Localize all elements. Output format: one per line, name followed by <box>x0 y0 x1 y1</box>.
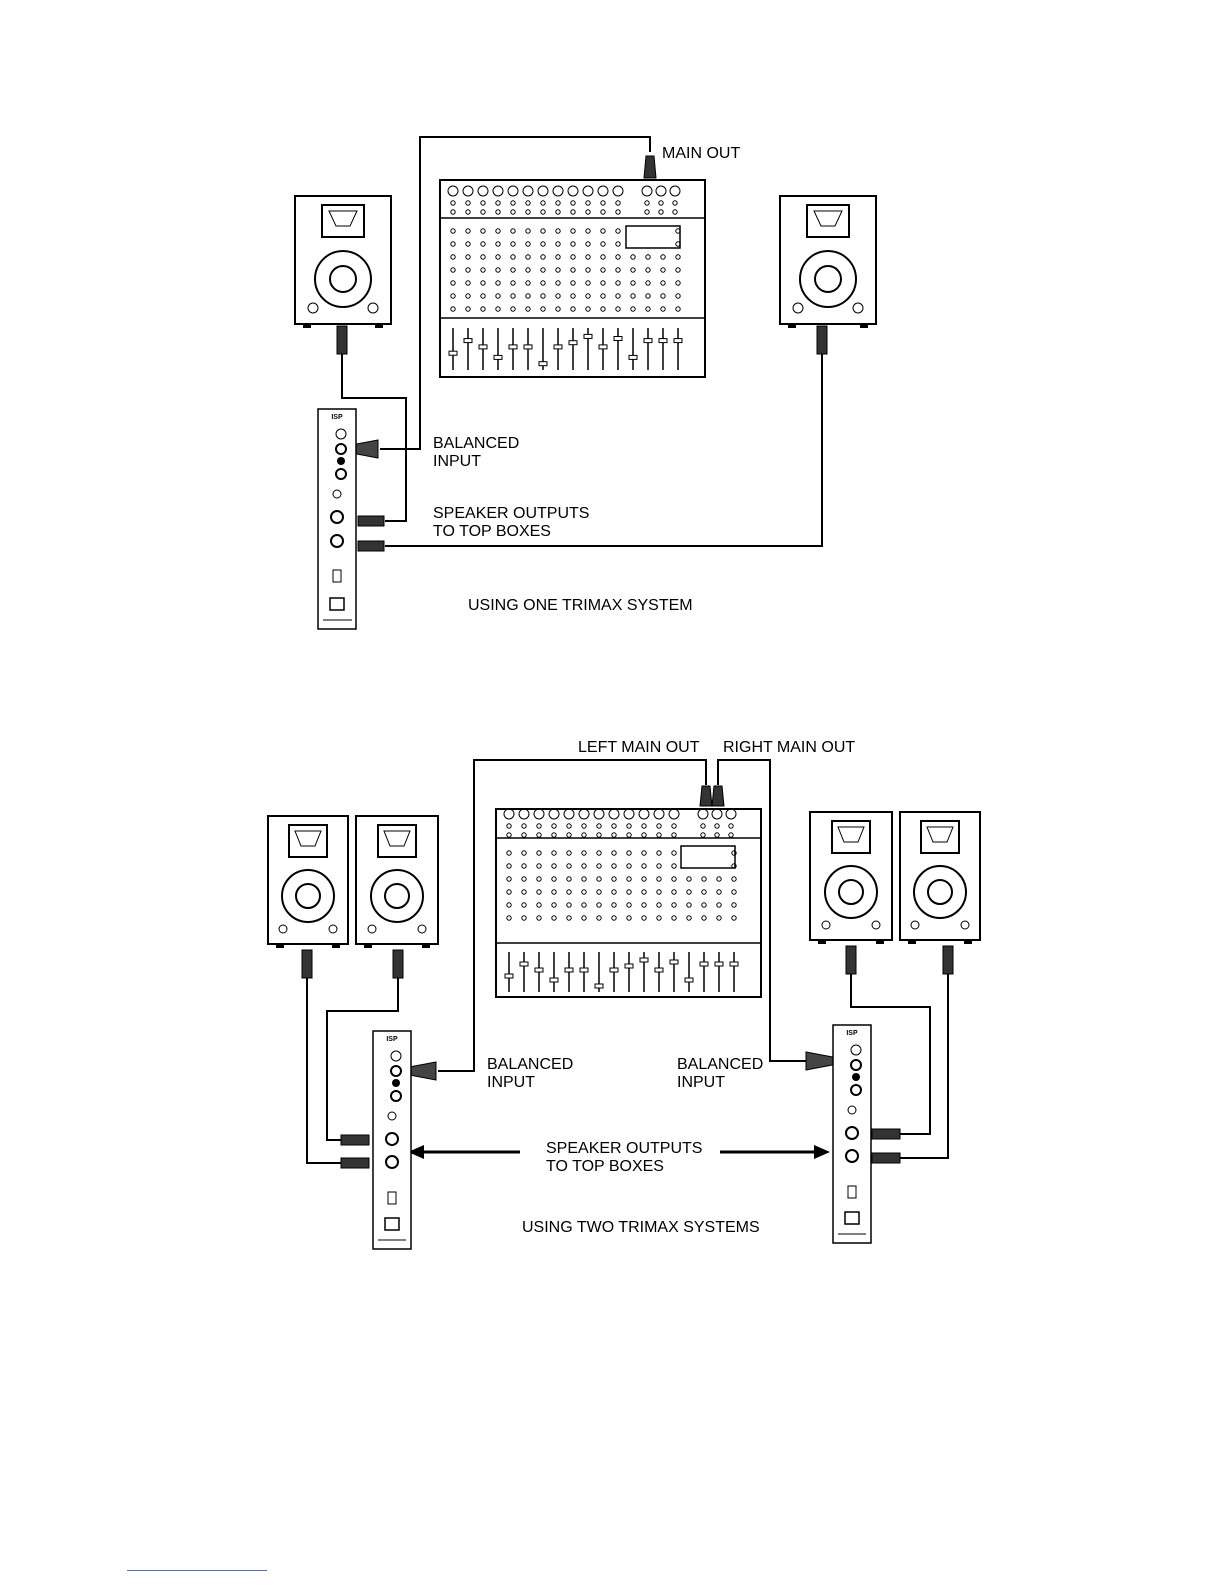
fader-cap <box>670 960 678 964</box>
fader-cap <box>479 345 487 349</box>
amp-logo: ISP <box>331 414 343 421</box>
right-balanced-input-label-line2: INPUT <box>677 1074 725 1091</box>
left-top-box-speaker <box>295 196 391 328</box>
main-out-label: MAIN OUT <box>662 145 740 162</box>
fader-cap <box>509 345 517 349</box>
left-main-out-label: LEFT MAIN OUT <box>578 739 700 756</box>
fader-cap <box>554 345 562 349</box>
fader-cap <box>700 962 708 966</box>
fader-cap <box>629 355 637 359</box>
amp-logo: ISP <box>386 1036 398 1043</box>
fader-cap <box>674 339 682 343</box>
left-inner-top-box-speaker <box>356 816 438 948</box>
fader-cap <box>550 978 558 982</box>
fader-cap <box>580 968 588 972</box>
speaker-outputs-label-line2: TO TOP BOXES <box>433 523 551 540</box>
speaker-plug <box>393 950 403 978</box>
fader-cap <box>685 978 693 982</box>
diagram-one-caption: USING ONE TRIMAX SYSTEM <box>468 597 693 614</box>
right-trimax-amplifier-module: ISP <box>833 1025 871 1243</box>
right-outer-top-box-speaker <box>900 812 980 944</box>
diagram-one-trimax-system: ISP MAIN OUT BALANCED INPUT SPEAKER OUTP… <box>295 137 876 629</box>
fader-cap <box>584 334 592 338</box>
fader-cap <box>610 968 618 972</box>
fader-cap <box>715 962 723 966</box>
left-outer-top-box-speaker <box>268 816 348 948</box>
fader-cap <box>655 968 663 972</box>
fader-cap <box>614 337 622 341</box>
cable-right-outer-speaker-to-amp <box>900 974 948 1158</box>
trimax-amplifier-module: ISP <box>318 409 356 629</box>
fader-cap <box>524 345 532 349</box>
fader-cap <box>505 974 513 978</box>
arrow-head-right <box>814 1145 830 1159</box>
fader-cap <box>565 968 573 972</box>
mixing-console <box>496 809 761 997</box>
left-speaker-plug <box>337 326 347 354</box>
balanced-input-label-line2: INPUT <box>433 453 481 470</box>
fader-cap <box>494 355 502 359</box>
mixing-console <box>440 180 705 377</box>
right-main-out-connector <box>712 786 724 806</box>
diagram-two-caption: USING TWO TRIMAX SYSTEMS <box>522 1219 760 1236</box>
fader-cap <box>595 984 603 988</box>
speaker-outputs-label-line1: SPEAKER OUTPUTS <box>433 505 589 522</box>
left-trimax-amplifier-module: ISP <box>373 1031 411 1249</box>
fader-cap <box>659 339 667 343</box>
right-amp-output-connector-bottom <box>872 1153 900 1163</box>
speaker-outputs-label-line1: SPEAKER OUTPUTS <box>546 1140 702 1157</box>
speaker-output-connector-bottom <box>358 541 384 551</box>
right-main-out-label: RIGHT MAIN OUT <box>723 739 855 756</box>
fader-cap <box>730 962 738 966</box>
footer-rule <box>127 1570 267 1571</box>
right-amp-output-connector-top <box>872 1129 900 1139</box>
fader-cap <box>449 351 457 355</box>
fader-cap <box>464 339 472 343</box>
speaker-output-connector-top <box>358 516 384 526</box>
fader-cap <box>569 341 577 345</box>
fader-cap <box>640 958 648 962</box>
balanced-input-label-line1: BALANCED <box>433 435 519 452</box>
left-amp-output-connector-top <box>341 1135 369 1145</box>
right-inner-top-box-speaker <box>810 812 892 944</box>
fader-cap <box>599 345 607 349</box>
cable-left-outer-speaker-to-amp <box>307 978 341 1163</box>
right-balanced-input-label-line1: BALANCED <box>677 1056 763 1073</box>
left-amp-output-connector-bottom <box>341 1158 369 1168</box>
right-top-box-speaker <box>780 196 876 328</box>
fader-cap <box>539 362 547 366</box>
diagram-two-trimax-systems: ISP ISP LEFT MAI <box>268 739 980 1249</box>
left-balanced-input-label-line1: BALANCED <box>487 1056 573 1073</box>
fader-cap <box>644 339 652 343</box>
fader-cap <box>520 962 528 966</box>
speaker-plug <box>846 946 856 974</box>
speaker-plug <box>943 946 953 974</box>
fader-cap <box>535 968 543 972</box>
amp-logo: ISP <box>846 1030 858 1037</box>
left-balanced-input-label-line2: INPUT <box>487 1074 535 1091</box>
left-main-out-connector <box>700 786 712 806</box>
speaker-plug <box>302 950 312 978</box>
fader-cap <box>625 964 633 968</box>
right-speaker-plug <box>817 326 827 354</box>
speaker-outputs-label-line2: TO TOP BOXES <box>546 1158 664 1175</box>
main-out-connector <box>644 156 656 178</box>
